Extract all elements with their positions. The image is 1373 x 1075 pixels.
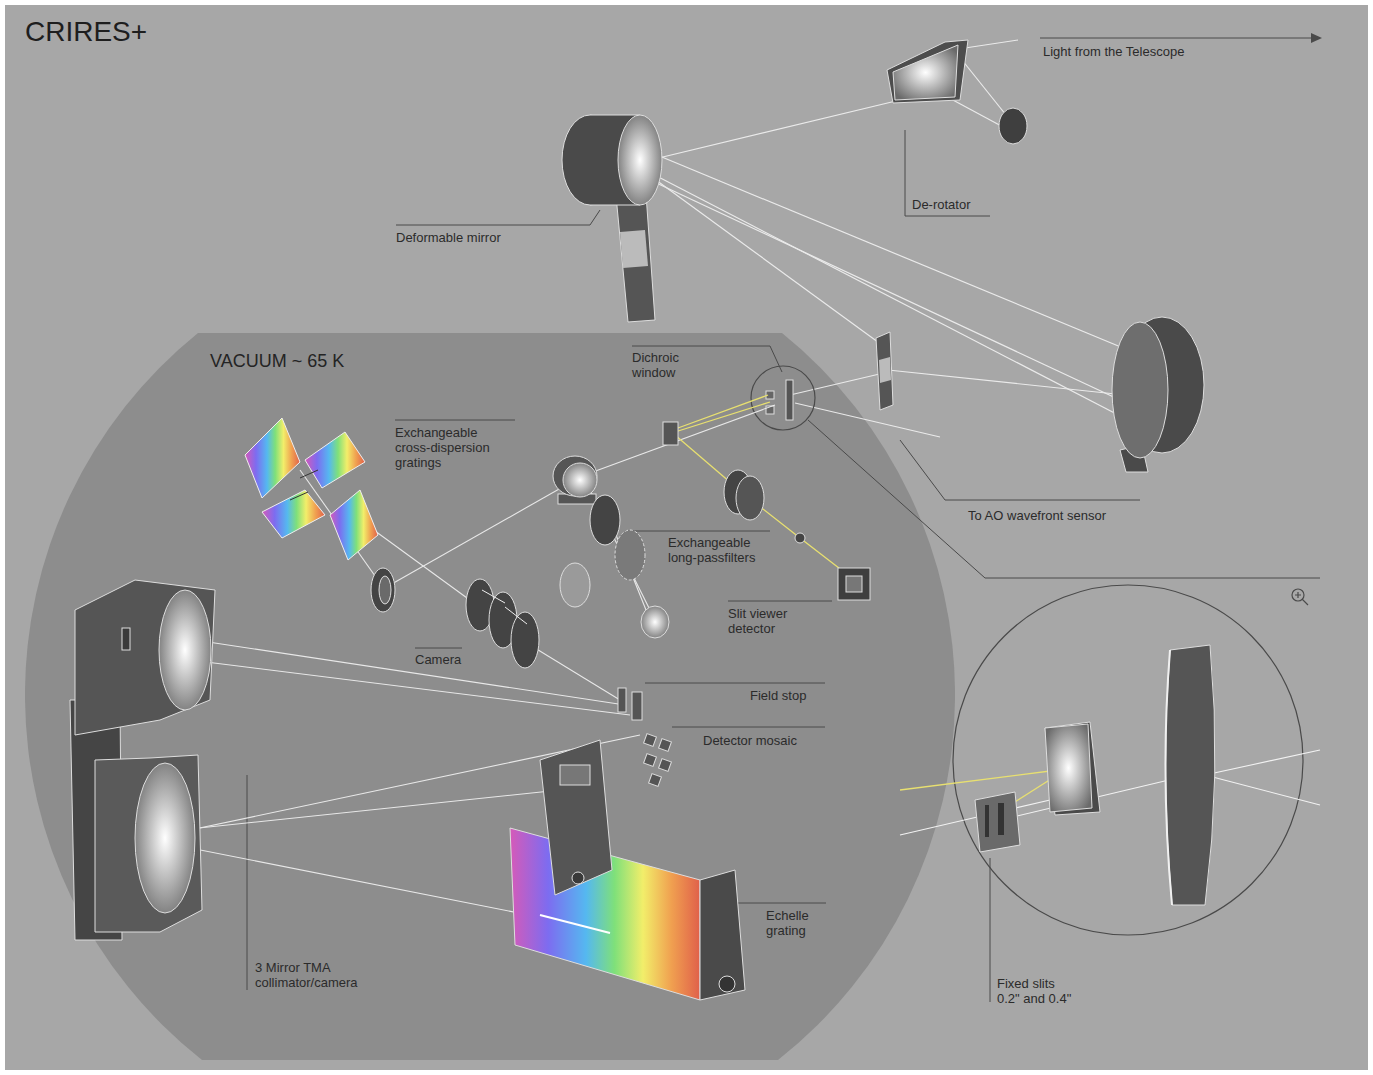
region-shape: [25, 333, 955, 1060]
callout-label: 3 Mirror TMA collimator/camera: [255, 960, 370, 990]
callout-label: Exchangeable long-passfilters: [668, 535, 770, 565]
callout-label: De-rotator: [912, 197, 971, 212]
tma-mirrors: [70, 580, 215, 940]
region-outline: [25, 333, 955, 1060]
vacuum-region: VACUUM ~ 65 K: [25, 333, 955, 1060]
relay-mirror: [1112, 317, 1204, 472]
callout-label: Fixed slits 0.2" and 0.4": [997, 976, 1077, 1006]
arrowhead: [1311, 33, 1322, 43]
callout-label: Exchangeable cross-dispersion gratings: [395, 425, 500, 470]
callout-label: Light from the Telescope: [1043, 44, 1184, 59]
region-heading: VACUUM ~ 65 K: [210, 350, 344, 372]
callout-label: Slit viewer detector: [728, 606, 803, 636]
callout-label: Deformable mirror: [396, 230, 501, 245]
callout-label: To AO wavefront sensor: [968, 508, 1106, 523]
callout-label: Detector mosaic: [703, 733, 797, 748]
magnifier-icon: [1292, 589, 1308, 605]
deformable-mirror: [562, 115, 662, 322]
callout-label: Dichroic window: [632, 350, 697, 380]
callout-label: Echelle grating: [766, 908, 826, 938]
callout-label: Camera: [415, 652, 461, 667]
callout-label: Field stop: [750, 688, 806, 703]
diagram-title: CRIRES+: [25, 16, 147, 48]
de-rotator: [887, 40, 1027, 144]
inset-zoom: [900, 585, 1320, 935]
fold-mirror: [876, 332, 893, 410]
